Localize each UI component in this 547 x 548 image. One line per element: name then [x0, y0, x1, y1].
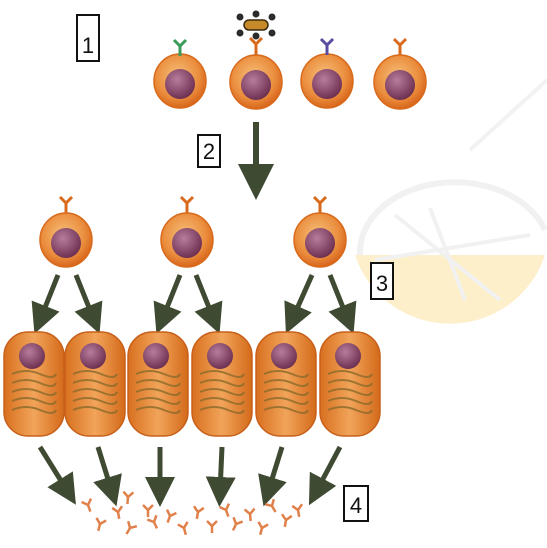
memory-b-cell [161, 213, 213, 267]
antibody-icon [292, 504, 304, 518]
plasma-cell [4, 332, 64, 436]
arrow-icon [196, 275, 214, 320]
plasma-cell [256, 332, 316, 436]
memory-b-cell [40, 213, 92, 267]
antibody-icon [207, 521, 217, 533]
antibody-icon [265, 499, 280, 514]
arrow-icon [76, 275, 94, 320]
selected-b-cell [230, 55, 282, 109]
antibody-icon [192, 506, 204, 520]
naive-b-cell-3 [301, 54, 353, 108]
naive-b-cell-4 [374, 55, 426, 109]
antibody-icon [147, 515, 161, 530]
plasma-cell [128, 332, 188, 436]
antibodies-group [82, 492, 305, 537]
arrow-icon [316, 447, 340, 492]
label-step-4: 4 [343, 485, 369, 522]
naive-b-cell-1 [154, 54, 206, 108]
label-step-3: 3 [370, 262, 394, 300]
receptor-icon [60, 197, 72, 213]
antibody-icon [220, 504, 234, 519]
antibody-icon [178, 522, 191, 536]
antibody-icon [122, 492, 133, 505]
antibody-icon [82, 499, 96, 514]
arrow-icon [292, 275, 312, 320]
receptor-icon [321, 39, 333, 55]
plasma-cells-row [4, 332, 380, 436]
arrow-icon [220, 447, 222, 492]
arrow-icon [40, 447, 68, 492]
antibody-icon [255, 522, 268, 536]
plasma-cell [192, 332, 252, 436]
arrow-icon [268, 447, 282, 492]
antibody-icon [280, 514, 292, 528]
antigen-icon [237, 11, 276, 40]
memory-b-cell [294, 213, 346, 267]
arrow-icon [330, 275, 348, 320]
receptor-icon [394, 39, 406, 55]
plasma-cell [65, 332, 125, 436]
antibody-icon [143, 505, 153, 517]
receptor-icon [314, 197, 326, 213]
plasma-cell [320, 332, 380, 436]
clone-cells-row [40, 197, 346, 267]
arrow-icon [162, 275, 180, 320]
label-step-1: 1 [76, 14, 100, 62]
arrow-icon [40, 275, 58, 320]
label-step-2: 2 [197, 134, 221, 168]
antibody-icon [122, 521, 137, 536]
secretion-arrows [40, 447, 340, 492]
antibody-icon [245, 509, 256, 522]
receptor-icon [250, 38, 262, 56]
arrow-icon [98, 447, 112, 492]
antibody-icon [229, 517, 243, 532]
antibody-icon [112, 506, 124, 520]
receptor-icon [181, 197, 193, 213]
antibody-icon [163, 510, 177, 525]
differentiation-arrows [40, 275, 348, 320]
antibody-icon [93, 518, 106, 532]
